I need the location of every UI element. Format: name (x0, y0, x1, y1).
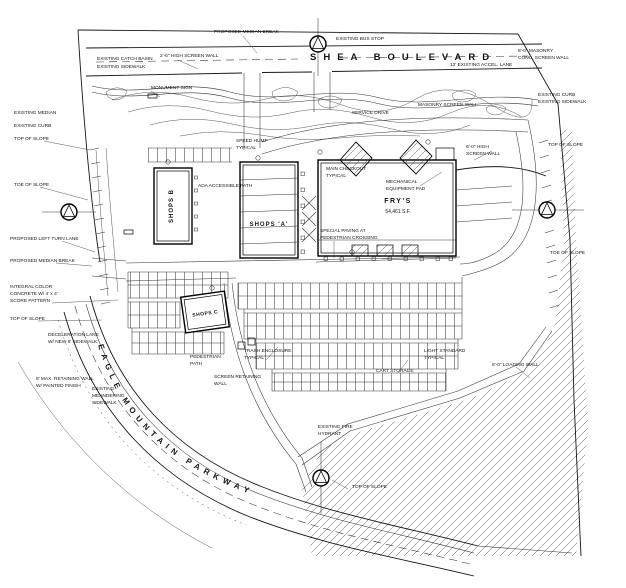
annotation: MASONRY SCREEN WALL (418, 102, 478, 108)
annotation: EXISTING SIDEWALK (538, 99, 587, 105)
annotation: MONUMENT SIGN (151, 85, 193, 91)
annotation: PROPOSED MEDIAN BREAK (10, 258, 76, 264)
annotation: PATH (190, 361, 203, 367)
annotation: EXISTING (92, 386, 115, 392)
annotation: TYPICAL (326, 173, 346, 179)
annotation: TYPICAL (424, 355, 444, 361)
annotation: DECELERATION LANE (48, 332, 99, 338)
annotation: EXISTING CATCH BASIN (97, 56, 153, 62)
annotation: TOE OF SLOPE (14, 182, 49, 188)
annotation: TOP OF SLOPE (14, 136, 49, 142)
hatched-natural-area (302, 128, 588, 556)
annotation: EXISTING CURB (14, 123, 51, 129)
keynote-symbol (349, 249, 355, 255)
annotation: MEANDERING (92, 393, 125, 399)
frys-area-label: 54,461 S.F. (385, 209, 410, 215)
survey-marker-west (42, 203, 96, 221)
annotation: WALL (214, 381, 227, 387)
annotation: SIDEWALK (92, 400, 117, 406)
trash-enclosure-symbol (247, 337, 256, 346)
survey-marker-east (512, 201, 584, 219)
annotation: TRASH ENCLOSURE (244, 348, 291, 354)
annotation: EQUIPMENT PAD (386, 186, 426, 192)
annotation: CONC. SCREEN WALL (518, 55, 569, 61)
keynote-symbol (165, 159, 171, 165)
annotation: MAIN CHECKOUT (326, 166, 366, 172)
survey-markers (42, 18, 584, 514)
property-boundary (77, 29, 582, 557)
annotation: TYPICAL (244, 355, 264, 361)
cart-corral (351, 244, 369, 257)
monument-sign-symbol (123, 229, 134, 235)
annotation: SERVICE DRIVE (352, 110, 389, 116)
survey-marker-south (312, 442, 330, 514)
site-symbols (123, 93, 431, 350)
monument-sign-symbol (147, 93, 158, 99)
annotation: TOP OF SLOPE (548, 142, 583, 148)
street-label-shea: SHEA BOULEVARD (310, 52, 496, 63)
annotation: SCREEN RETAINING (214, 374, 261, 380)
street-label-eagle-mountain-parkway: EAGLE MOUNTAIN PARKWAY (96, 343, 255, 497)
annotation: EXISTING FIRE (318, 424, 353, 430)
annotation: PROPOSED LEFT TURN LANE (10, 236, 79, 242)
parking-rows (127, 147, 463, 392)
annotation: PEDESTRIAN CROSSING (320, 235, 378, 241)
annotation: W/ PAINTED FINISH (36, 383, 81, 389)
annotation: MECHANICAL (386, 179, 418, 185)
keynote-symbol (317, 149, 323, 155)
roads (57, 43, 573, 577)
cart-corral (376, 244, 394, 257)
annotation: TOE OF SLOPE (550, 250, 585, 256)
survey-marker-north (309, 18, 327, 76)
leader-lines (37, 35, 531, 490)
building-shops-b: SHOPS B (153, 167, 198, 245)
shops-b-label: SHOPS B (169, 189, 175, 223)
keynote-symbol (255, 155, 261, 161)
annotation: EXISTING BUS STOP (336, 36, 384, 42)
slope-hachures (89, 139, 560, 309)
annotation: LIGHT STANDARD (424, 348, 466, 354)
annotation: CONCRETE W/ 4' x 4' (10, 291, 58, 297)
annotation: W/ NEW 6' SIDEWALK (48, 339, 98, 345)
annotation: PEDESTRIAN (190, 354, 221, 360)
annotation: PROPOSED MEDIAN BREAK (214, 29, 280, 35)
annotation: HYDRANT (318, 431, 341, 437)
keynote-symbol (425, 139, 431, 145)
annotation: ADA ACCESSIBLE PATH (198, 183, 253, 189)
building-shops-c: SHOPS C (179, 290, 231, 334)
loading-area (455, 166, 547, 223)
shops-c-label: SHOPS C (192, 309, 219, 319)
annotation: INTEGRAL COLOR (10, 284, 53, 290)
annotation: 8'-0" MASONRY (518, 48, 554, 54)
annotation: 6'-0" HIGH (466, 144, 489, 150)
annotation: SCORE PATTERN (10, 298, 51, 304)
annotation: TOP OF SLOPE (10, 316, 45, 322)
trash-enclosure-symbol (237, 341, 246, 350)
annotation: SPEED HUMP (236, 138, 268, 144)
annotation: TOP OF SLOPE (352, 484, 387, 490)
keynote-symbol (209, 285, 215, 291)
annotation: 2'-6" HIGH SCREEN WALL (160, 53, 219, 59)
annotations: PROPOSED MEDIAN BREAK EXISTING CATCH BAS… (10, 29, 587, 490)
annotation: EXISTING SIDEWALK (97, 64, 146, 70)
annotation: EXISTING CURB (538, 92, 575, 98)
annotation: 12' EXISTING ACCEL. LANE (450, 62, 512, 68)
cart-corral (401, 244, 419, 257)
annotation: 8' MAX. RETAINING WALL (36, 376, 94, 382)
annotation: SPECIAL PAVING AT (320, 228, 366, 234)
annotation: CART STORAGE (376, 368, 414, 374)
frys-label: FRY'S (384, 198, 412, 205)
building-frys: FRY'S 54,461 S.F. (315, 139, 457, 263)
shops-a-label: SHOPS 'A' (250, 222, 289, 228)
annotation: 8'-0" LOADING WALL (492, 362, 539, 368)
annotation: TYPICAL (236, 145, 256, 151)
annotation: EXISTING MEDIAN (14, 110, 57, 116)
contour-lines (17, 85, 539, 549)
annotation: SCREEN WALL (466, 151, 501, 157)
building-shops-a: SHOPS 'A' (239, 161, 317, 259)
